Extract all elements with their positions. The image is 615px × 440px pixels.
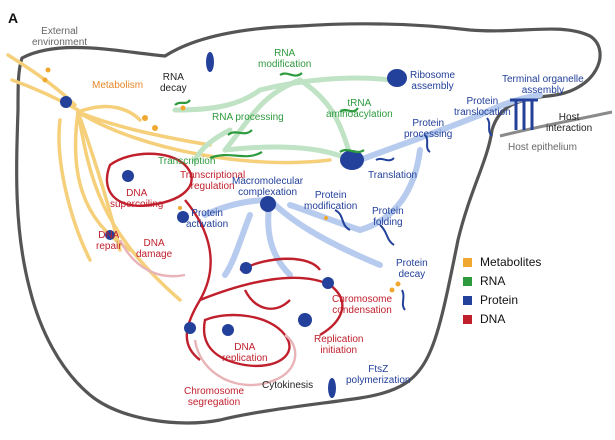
legend-swatch (463, 276, 472, 286)
label-host-epithelium: Host epithelium (508, 142, 577, 153)
host-epithelium-surface (499, 110, 613, 138)
label-chromosome-segregation: Chromosome segregation (184, 386, 245, 408)
rna-flows (172, 75, 393, 163)
label-protein-modification: Protein modification (304, 190, 358, 212)
label-cytokinesis: Cytokinesis (262, 380, 314, 391)
legend-label: Metabolites (480, 255, 542, 269)
protein-chains (334, 117, 493, 311)
label-translation: Translation (368, 170, 418, 181)
label-host-interaction: Host interaction (546, 112, 593, 134)
label-dna-repair: DNA repair (96, 230, 122, 252)
metabolite-dots (42, 67, 401, 293)
legend-label: RNA (480, 274, 506, 288)
label-dna-replication: DNA replication (222, 342, 268, 364)
label-terminal-organelle-assembly: Terminal organelle assembly (502, 74, 584, 96)
host-interaction-proteins (510, 98, 538, 130)
legend-swatch (463, 314, 472, 324)
label-external-environment: External environment (32, 26, 88, 48)
label-rna-modification: RNA modification (258, 48, 312, 70)
legend-item-metabolites: Metabolites (463, 255, 541, 269)
label-ftsz-polymerization: FtsZ polymerization (346, 364, 411, 386)
label-protein-activation: Protein activation (186, 208, 229, 230)
label-protein-translocation: Protein translocation (454, 96, 511, 118)
legend-swatch (463, 257, 472, 267)
label-macromolecular-complexation: Macromolecular complexation (232, 176, 304, 198)
legend-item-protein: Protein (463, 293, 518, 307)
protein-complexes (60, 52, 407, 398)
legend-label: Protein (480, 293, 519, 307)
label-metabolism: Metabolism (92, 80, 144, 91)
legend-label: DNA (480, 312, 506, 326)
label-transcription: Transcription (158, 156, 216, 167)
chromosome-pink (118, 239, 297, 387)
legend-item-rna: RNA (463, 274, 505, 288)
cell-membrane (15, 22, 602, 425)
label-ribosome-assembly: Ribosome assembly (410, 70, 456, 92)
label-protein-decay: Protein decay (396, 258, 428, 280)
legend-item-dna: DNA (463, 312, 505, 326)
label-dna-supercoiling: DNA supercoiling (110, 188, 164, 210)
label-dna-damage: DNA damage (136, 238, 173, 260)
label-transcriptional-regulation: Transcriptional regulation (180, 170, 246, 192)
label-rna-processing: RNA processing (212, 112, 284, 123)
legend-swatch (463, 295, 472, 305)
label-protein-processing: Protein processing (404, 118, 453, 140)
rna-strands (174, 72, 365, 160)
label-protein-folding: Protein folding (372, 206, 404, 228)
label-rna-decay: RNA decay (160, 72, 187, 94)
label-replication-initiation: Replication initiation (314, 334, 364, 356)
panel-letter: A (8, 10, 19, 26)
label-trna-aminoacylation: tRNA aminoacylation (326, 98, 393, 120)
label-chromosome-condensation: Chromosome condensation (332, 294, 393, 316)
